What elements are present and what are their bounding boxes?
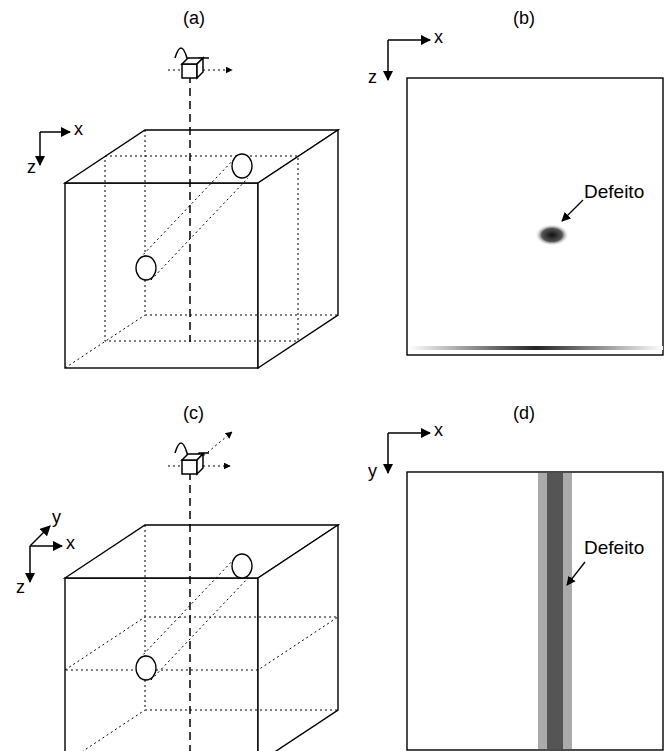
panel-tag: (a) [183,9,205,27]
panel-tag: (c) [183,404,204,422]
defect-band-inner [547,473,563,749]
defect-label: Defeito [584,182,644,201]
defect-label: Defeito [584,538,644,557]
specimen-cube [65,525,338,751]
axis-label: y [368,462,377,480]
defect-band-outer [538,473,572,749]
leader-line [567,562,585,585]
bscan-panel [407,78,663,355]
hidden-edges [65,525,338,751]
cylinder-defect [136,154,252,280]
axis-label: z [368,68,377,86]
axes [30,526,62,582]
hidden-edges [65,130,338,368]
specimen-cube [65,130,338,368]
axis-label: z [16,578,25,596]
axis-label: x [434,28,443,46]
axis-label: x [66,534,75,552]
axis-label: z [27,158,36,176]
panel-tag: (b) [513,9,535,27]
beam-axis [189,75,191,342]
axis-label: y [52,508,61,526]
axes [40,132,70,165]
cscan-panel [407,472,663,750]
axis-label: x [434,421,443,439]
pulse-wave [175,443,209,463]
transducer [182,58,203,78]
panel-tag: (d) [513,404,535,422]
beam-axis [189,472,191,751]
backwall-echo [409,346,663,350]
axis-label: x [74,120,83,138]
leader-line [562,200,583,221]
axes [388,433,430,473]
axes [388,40,430,80]
transducer [182,454,203,474]
cylinder-defect [136,554,252,680]
defect-echo [535,224,569,246]
